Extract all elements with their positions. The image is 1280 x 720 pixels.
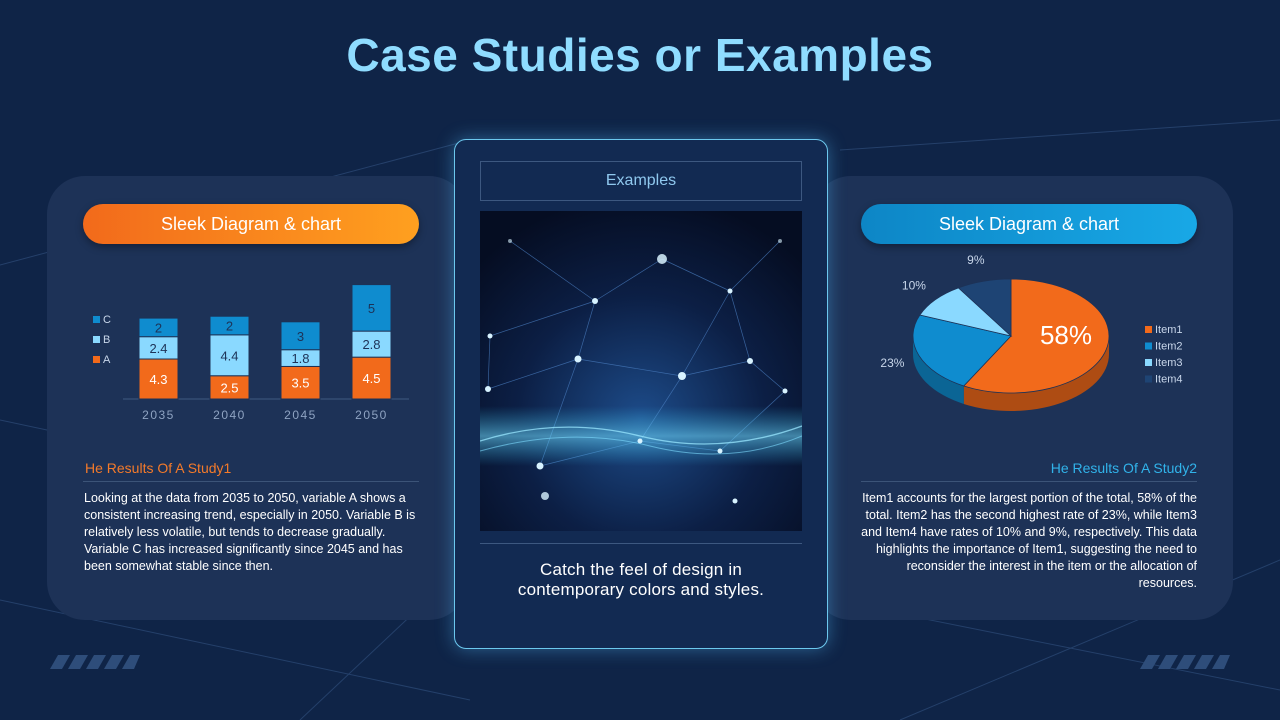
bar-C-2045 [280, 321, 321, 351]
x-tick-2045: 2045 [284, 408, 317, 422]
network-image [480, 211, 802, 531]
right-section-pill: Sleek Diagram & chart [861, 204, 1197, 244]
pie-label-Item2: 23% [880, 356, 904, 370]
left-panel: Sleek Diagram & chart 4.3 2.4 2 2035 2.5 4.4 2… [47, 176, 467, 620]
bar-label-C-2050: 5 [368, 301, 375, 316]
bar-C-2050 [351, 284, 392, 332]
bar-B-2050 [351, 330, 392, 358]
bar-label-C-2035: 2 [155, 320, 162, 335]
left-section-pill: Sleek Diagram & chart [83, 204, 419, 244]
pie-side-Item1-0 [963, 336, 1109, 411]
examples-card: Examples [454, 139, 828, 649]
bar-label-C-2045: 3 [297, 329, 304, 344]
x-tick-2050: 2050 [355, 408, 388, 422]
examples-caption: Catch the feel of design in contemporary… [475, 560, 807, 600]
x-tick-2035: 2035 [142, 408, 175, 422]
right-result-divider [861, 481, 1197, 482]
bar-label-A-2035: 4.3 [149, 372, 167, 387]
bar-C-2035 [138, 317, 179, 338]
pie-legend-label-Item4: Item4 [1155, 374, 1183, 386]
pie-legend-swatch-Item3 [1145, 359, 1152, 366]
bar-B-2040 [209, 334, 250, 377]
bar-label-A-2045: 3.5 [291, 376, 309, 391]
legend-label-C: C [103, 314, 111, 326]
legend-swatch-A [93, 356, 100, 363]
bar-C-2040 [209, 315, 250, 336]
pie-legend-label-Item1: Item1 [1155, 324, 1183, 336]
pie-legend-swatch-Item4 [1145, 375, 1152, 383]
bar-label-A-2050: 4.5 [362, 371, 380, 386]
pie-slice-Item1 [963, 278, 1110, 394]
pie-slice-Item4 [957, 278, 1012, 337]
examples-divider [480, 543, 802, 544]
pie-legend-label-Item2: Item2 [1155, 341, 1183, 353]
examples-caption-line2: contemporary colors and styles. [517, 580, 765, 599]
pie-legend-swatch-Item1 [1145, 326, 1152, 333]
left-result-divider [83, 481, 419, 482]
legend-label-B: B [103, 334, 110, 346]
bar-label-B-2050: 2.8 [362, 337, 380, 352]
legend-swatch-B [93, 336, 100, 343]
bar-label-B-2040: 4.4 [220, 348, 238, 363]
right-result-title: He Results Of A Study2 [1050, 460, 1197, 476]
x-tick-2040: 2040 [213, 408, 246, 422]
bar-label-B-2045: 1.8 [291, 351, 309, 366]
bar-A-2050 [351, 356, 392, 400]
pie-slice-Item2 [912, 314, 1012, 387]
examples-caption-line1: Catch the feel of design in [540, 560, 742, 579]
pie-label-Item3: 10% [902, 279, 926, 293]
page-title: Case Studies or Examples [346, 29, 934, 81]
right-result-text: Item1 accounts for the largest portion o… [861, 491, 1197, 590]
legend-swatch-C [93, 316, 100, 323]
pie-legend-swatch-Item2 [1145, 342, 1152, 350]
decorative-stripes-right [1140, 655, 1230, 669]
bar-A-2045 [280, 365, 321, 400]
pie-legend-label-Item3: Item3 [1155, 357, 1183, 369]
bar-label-A-2040: 2.5 [220, 380, 238, 395]
decorative-stripes-left [50, 655, 140, 669]
examples-header: Examples [480, 161, 802, 201]
left-result-text: Looking at the data from 2035 to 2050, v… [84, 491, 416, 573]
bar-label-C-2040: 2 [226, 319, 233, 334]
stacked-bar-chart: 4.3 2.4 2 2035 2.5 4.4 2 2040 3.5 1.8 3 2045 4.5 2.8 5… [93, 284, 409, 422]
pie-label-Item4: 9% [967, 253, 985, 267]
bar-label-B-2035: 2.4 [149, 341, 167, 356]
legend-label-A: A [103, 354, 111, 366]
pie-side-Item2-0 [913, 336, 964, 404]
pie-label-Item1: 58% [1040, 320, 1092, 350]
left-result-title: He Results Of A Study1 [85, 460, 232, 476]
